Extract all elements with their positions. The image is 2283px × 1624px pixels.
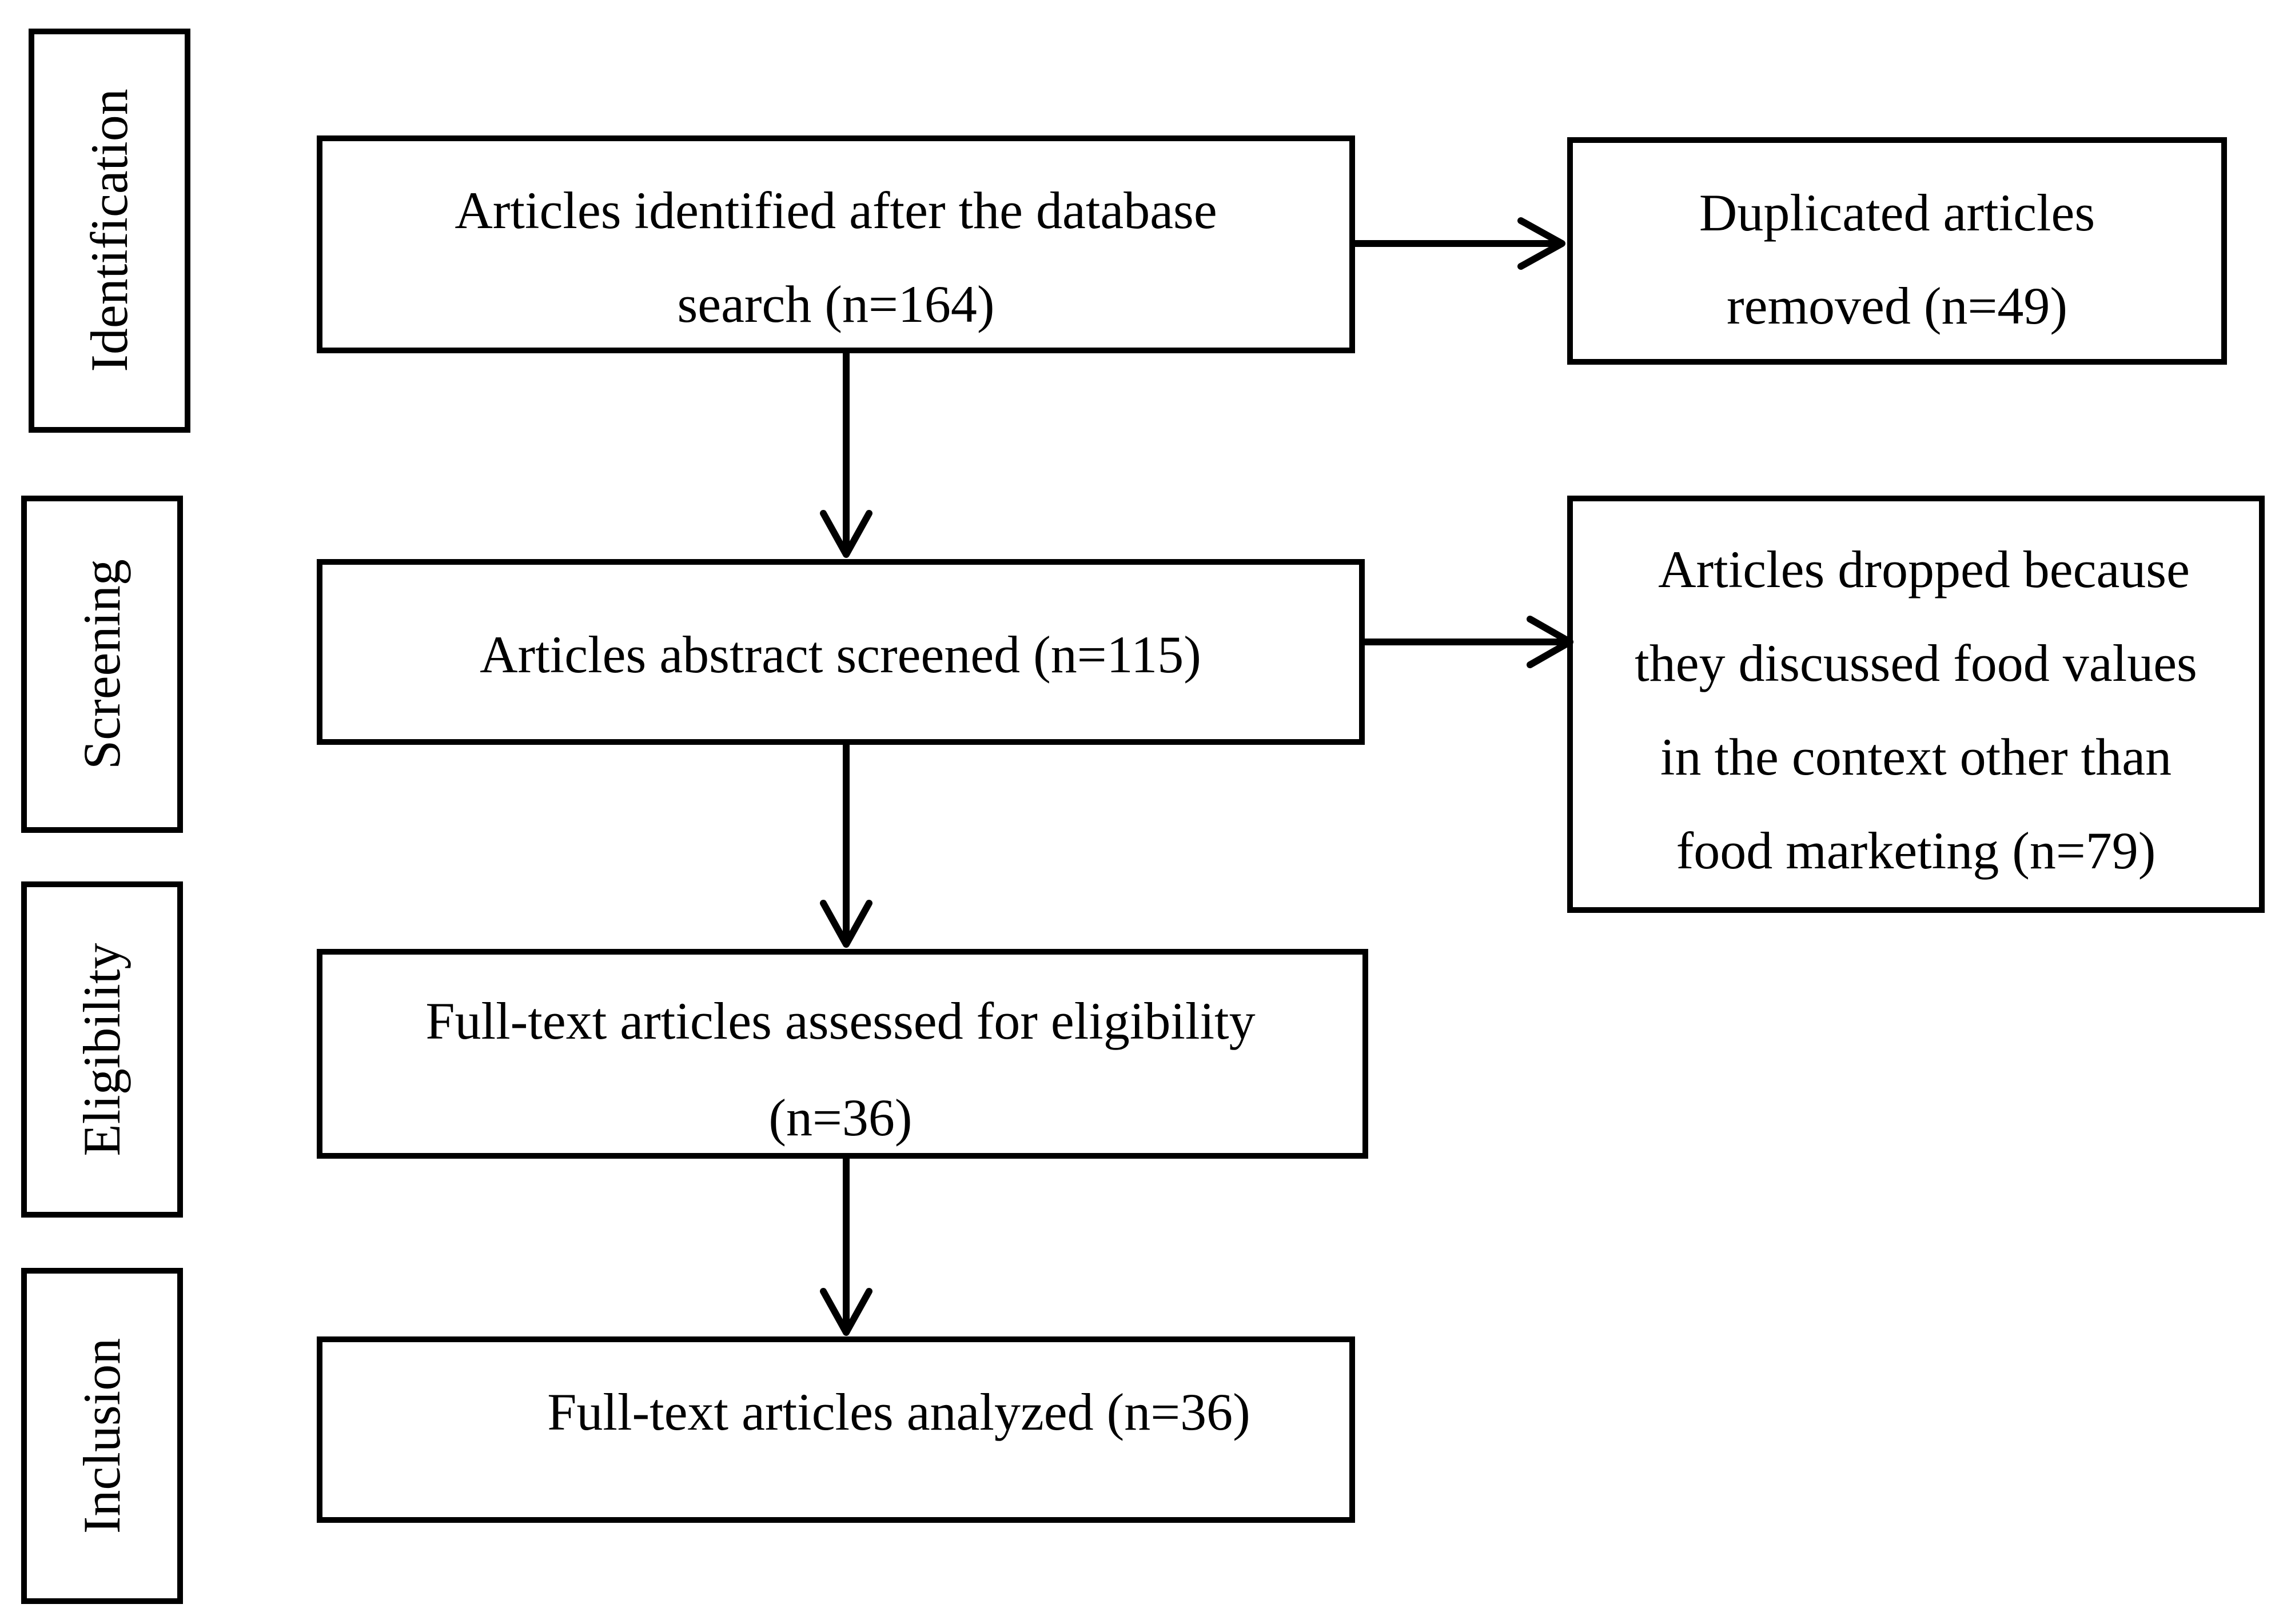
box-duplicates-line-1: Duplicated articles — [1699, 183, 2095, 242]
box-dropped: Articles dropped because they discussed … — [1567, 496, 2265, 913]
box-dropped-line-2: they discussed food values — [1635, 634, 2197, 692]
box-analyzed: Full-text articles analyzed (n=36) — [317, 1336, 1355, 1523]
arrow-identified-to-duplicates — [1352, 217, 1565, 270]
box-screened: Articles abstract screened (n=115) — [317, 559, 1365, 745]
box-duplicates-removed: Duplicated articles removed (n=49) — [1567, 137, 2227, 365]
box-identified-line-1: Articles identified after the database — [455, 181, 1217, 240]
box-dropped-line-3: in the context other than — [1660, 728, 2172, 786]
stage-inclusion-label: Inclusion — [73, 1338, 131, 1534]
arrow-screened-to-dropped — [1362, 616, 1573, 668]
arrow-eligibility-to-analyzed — [820, 1156, 872, 1336]
stage-screening-label: Screening — [73, 559, 131, 769]
stage-screening: Screening — [21, 496, 183, 833]
stage-inclusion: Inclusion — [21, 1268, 183, 1604]
box-eligibility-line-2: (n=36) — [768, 1088, 912, 1147]
arrow-screened-to-eligibility — [820, 742, 872, 948]
box-dropped-line-1: Articles dropped because — [1658, 540, 2190, 598]
arrow-identified-to-screened — [820, 350, 872, 558]
stage-identification-label: Identification — [80, 89, 138, 372]
box-identified: Articles identified after the database s… — [317, 135, 1355, 353]
stage-eligibility: Eligibility — [21, 881, 183, 1218]
box-screened-line-1: Articles abstract screened (n=115) — [480, 625, 1201, 684]
box-duplicates-line-2: removed (n=49) — [1727, 277, 2067, 335]
stage-eligibility-label: Eligibility — [73, 943, 131, 1156]
box-eligibility-line-1: Full-text articles assessed for eligibil… — [425, 992, 1255, 1050]
box-analyzed-line-1: Full-text articles analyzed (n=36) — [547, 1383, 1250, 1441]
stage-identification: Identification — [29, 29, 190, 433]
box-dropped-line-4: food marketing (n=79) — [1676, 821, 2156, 880]
box-eligibility: Full-text articles assessed for eligibil… — [317, 949, 1368, 1159]
box-identified-line-2: search (n=164) — [677, 275, 994, 333]
